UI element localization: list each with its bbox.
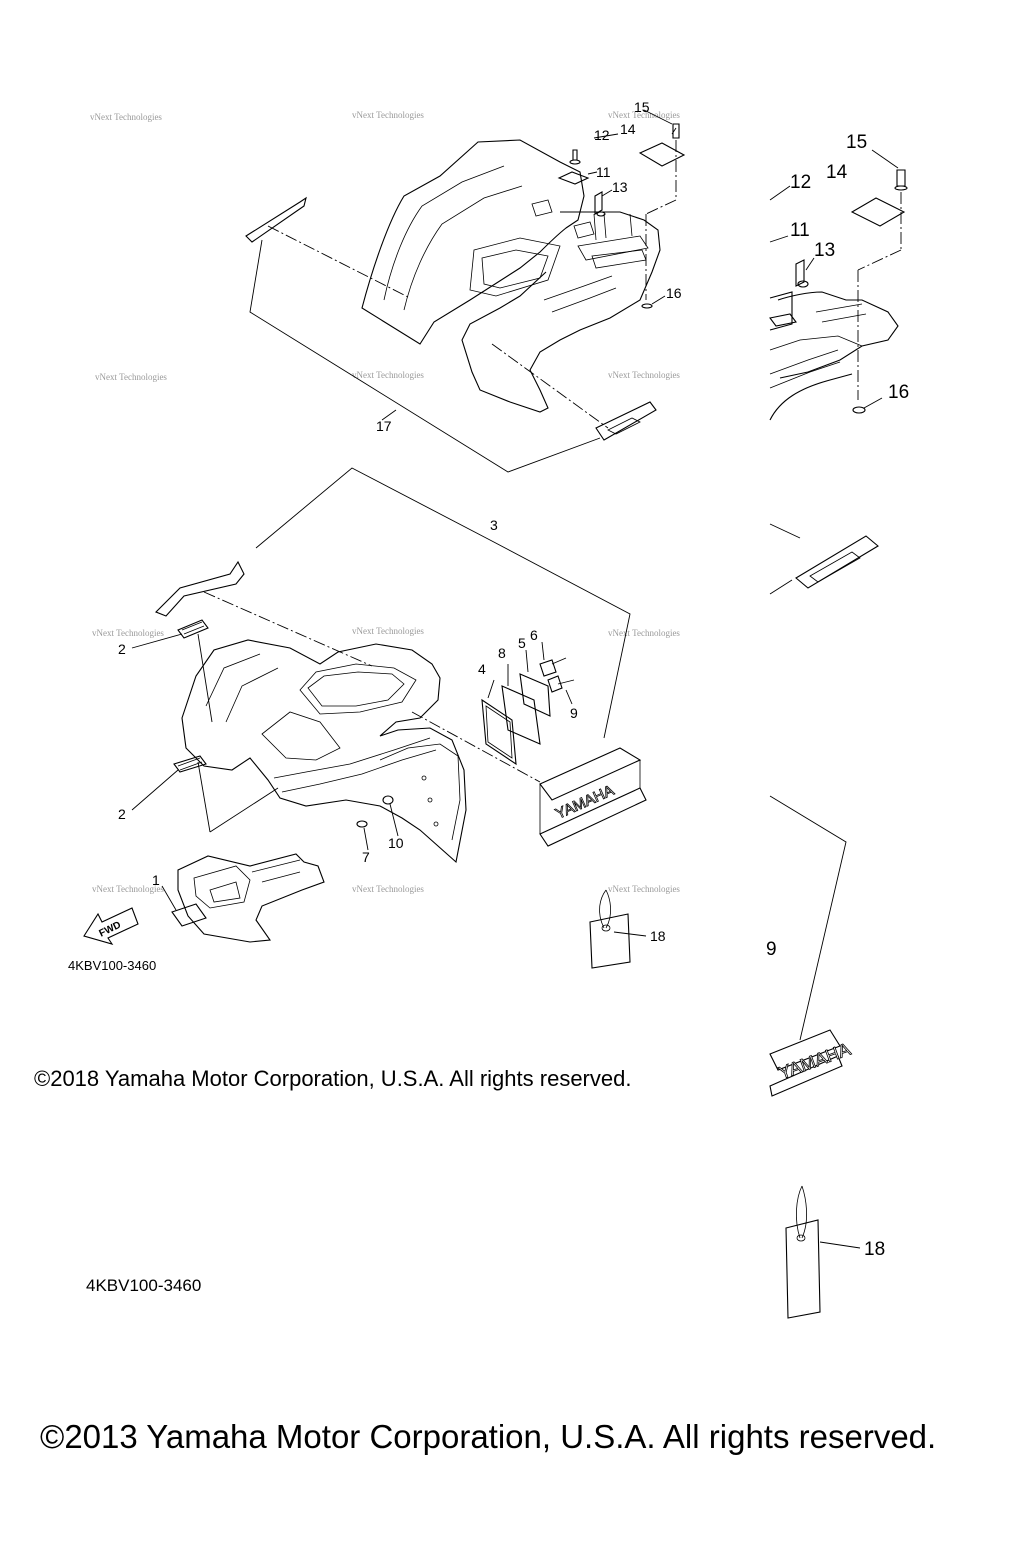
zoom-callout-16: 16: [888, 382, 909, 403]
rear-fender-assembly-lines: [245, 196, 657, 473]
callout-12: 12: [594, 127, 610, 143]
fwd-arrow: FWD: [83, 907, 139, 945]
reflector-decals: [131, 619, 209, 811]
front-fender-sticker: [155, 560, 245, 617]
callout-4: 4: [478, 661, 486, 677]
grommet-10: [382, 795, 394, 805]
callout-7: 7: [362, 849, 370, 865]
plate-4: [481, 698, 517, 766]
fwd-arrow-icon: [83, 907, 139, 945]
watermark: vNext Technologies: [90, 112, 162, 122]
bolt-12: [572, 149, 578, 161]
zoom-washer-16: [852, 406, 866, 414]
watermark: vNext Technologies: [95, 372, 167, 382]
callout-5: 5: [518, 635, 526, 651]
callout-9: 9: [570, 705, 578, 721]
copyright-notice: ©2013 Yamaha Motor Corporation, U.S.A. A…: [40, 1418, 937, 1455]
zoom-screw-15: [896, 169, 906, 187]
watermark: vNext Technologies: [92, 884, 164, 894]
callout-11: 11: [596, 164, 611, 180]
callout-3: 3: [490, 517, 498, 533]
front-fender: [181, 639, 467, 864]
bolt-6: [539, 659, 557, 677]
copyright-notice: ©2018 Yamaha Motor Corporation, U.S.A. A…: [34, 1066, 632, 1091]
callout-10: 10: [388, 835, 404, 851]
nut-7: [356, 820, 368, 828]
cover-14: [638, 142, 686, 167]
watermark: vNext Technologies: [352, 110, 424, 120]
plate-bracket-parts: [356, 641, 575, 851]
decal-2-upper: [177, 619, 209, 639]
zoom-emblem-decal: [795, 535, 879, 589]
zoom-callout-14: 14: [826, 162, 848, 183]
zoom-yamaha-decal-text: YAMAHA: [776, 1039, 853, 1083]
decal-2-lower: [173, 755, 207, 773]
watermark: vNext Technologies: [352, 626, 424, 636]
callout-14: 14: [620, 121, 636, 137]
watermark: vNext Technologies: [352, 884, 424, 894]
screw-15: [672, 123, 680, 139]
zoom-callout-labels: 12 11 13 14 15 16 18 9: [766, 132, 909, 1260]
plate-8: [501, 685, 541, 745]
diagram-code: 4KBV100-3460: [68, 958, 157, 973]
watermark: vNext Technologies: [608, 628, 680, 638]
watermark: vNext Technologies: [608, 370, 680, 380]
callout-2: 2: [118, 641, 126, 657]
zoom-bracket-13: [795, 259, 805, 287]
rear-fender-emblem-decal: [595, 401, 657, 441]
callout-1: 1: [152, 872, 160, 888]
diagram-code: 4KBV100-3460: [86, 1276, 202, 1295]
zoom-callout-18: 18: [864, 1239, 885, 1260]
zoom-view: YAMAHA: [769, 149, 908, 1319]
emblem-1: [171, 903, 207, 927]
rear-fender-sticker: [245, 196, 307, 243]
watermarks: vNext Technologies vNext Technologies vN…: [90, 110, 680, 894]
front-guard: [161, 853, 325, 943]
yamaha-decal-text: YAMAHA: [553, 782, 617, 823]
callout-13: 13: [612, 179, 628, 195]
callout-2: 2: [118, 806, 126, 822]
callout-17: 17: [376, 418, 392, 434]
callout-8: 8: [498, 645, 506, 661]
watermark: vNext Technologies: [92, 628, 164, 638]
zoom-cover-14: [850, 197, 906, 227]
washer-16: [641, 303, 653, 309]
zoom-callout-12: 12: [790, 172, 811, 193]
callout-labels: 1 2 2 3 4 5 6 7 8 9 10 11 12 13 14 15 16…: [118, 99, 682, 944]
callout-16: 16: [666, 285, 682, 301]
watermark: vNext Technologies: [608, 884, 680, 894]
yamaha-side-decal: YAMAHA: [539, 747, 647, 847]
zoom-callout-13: 13: [814, 240, 835, 261]
bolt-9: [547, 675, 563, 693]
bracket-13: [594, 191, 603, 215]
zoom-callout-9: 9: [766, 939, 777, 960]
rear-fasteners: [557, 109, 686, 309]
watermark: vNext Technologies: [352, 370, 424, 380]
callout-18: 18: [650, 928, 666, 944]
front-fender-assembly-lines: [155, 467, 631, 833]
zoom-tag-18: [785, 1219, 821, 1319]
watermark: vNext Technologies: [608, 110, 680, 120]
zoom-callout-11: 11: [790, 220, 810, 241]
tag-18: [589, 889, 647, 969]
plate-11: [557, 171, 590, 185]
plate-5: [519, 673, 551, 717]
zoom-callout-15: 15: [846, 132, 867, 153]
callout-15: 15: [634, 99, 650, 115]
callout-6: 6: [530, 627, 538, 643]
